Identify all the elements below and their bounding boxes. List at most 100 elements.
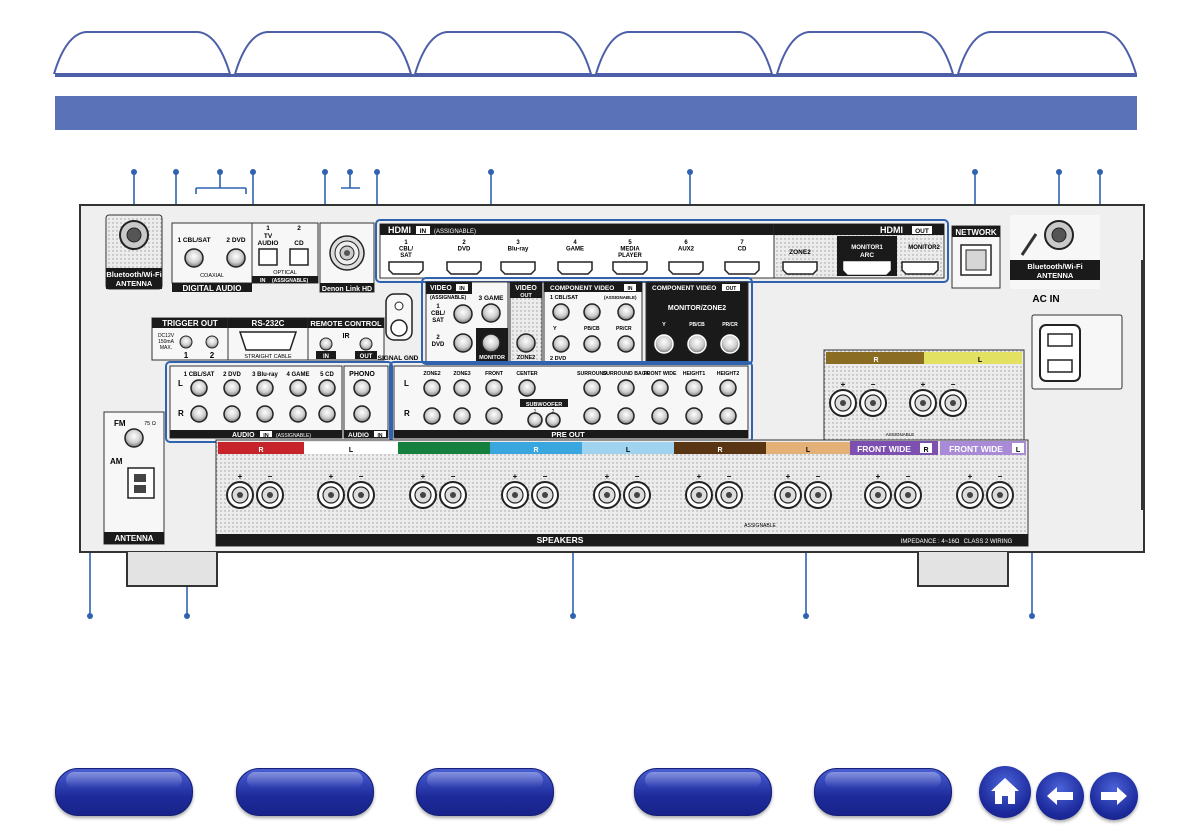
audio-in-l-jack-4[interactable] <box>289 379 307 397</box>
audio-in-l-jack-3[interactable] <box>256 379 274 397</box>
comp-in-2-pb[interactable] <box>583 335 601 353</box>
subwoofer-jack-2[interactable] <box>545 412 561 428</box>
tab-6[interactable] <box>956 30 1138 74</box>
ac-inlet[interactable] <box>1031 314 1123 390</box>
preout-l-jack-1[interactable] <box>423 379 441 397</box>
video-in-jack-1[interactable] <box>453 304 473 324</box>
preout-r-jack-1[interactable] <box>423 407 441 425</box>
preout-l-jack-9[interactable] <box>719 379 737 397</box>
fm-antenna-jack[interactable] <box>124 428 144 448</box>
am-antenna-terminal[interactable] <box>127 467 155 499</box>
hdmi-in-port-1[interactable] <box>388 261 424 275</box>
nav-button-2[interactable] <box>236 768 374 816</box>
phono-label: PHONO <box>349 371 375 378</box>
front-wide-l: FRONT WIDE <box>949 444 1003 454</box>
preout-l-jack-2[interactable] <box>453 379 471 397</box>
preout-l-jack-8[interactable] <box>685 379 703 397</box>
home-button[interactable] <box>979 766 1031 818</box>
tab-4[interactable] <box>594 30 774 74</box>
preout-label-9: HEIGHT2 <box>717 371 740 377</box>
nav-button-5[interactable] <box>814 768 952 816</box>
video-in-jack-3[interactable] <box>481 303 501 323</box>
audio-in-r-jack-3[interactable] <box>256 405 274 423</box>
trigger-jack-1[interactable] <box>179 335 193 349</box>
hdmi-out-zone2-port[interactable] <box>782 261 818 275</box>
audio-in-l-jack-1[interactable] <box>190 379 208 397</box>
back-button[interactable] <box>1036 772 1084 820</box>
hdmi-in-port-3[interactable] <box>500 261 536 275</box>
preout-r-jack-5[interactable] <box>583 407 601 425</box>
denon-link-hd[interactable]: Denon Link HD <box>319 222 375 293</box>
ir-out-jack[interactable] <box>359 337 373 351</box>
comp-in-1-pb[interactable] <box>583 303 601 321</box>
network-port[interactable]: NETWORK <box>951 225 1001 289</box>
speaker-band-4 <box>490 442 582 454</box>
audio-in-l-jack-2[interactable] <box>223 379 241 397</box>
preout-r-jack-9[interactable] <box>719 407 737 425</box>
terminal-sign-0-1: − <box>268 472 273 481</box>
rs232c-port[interactable]: RS-232C STRAIGHT CABLE <box>227 317 309 361</box>
hdmi-in-port-6[interactable] <box>668 261 704 275</box>
hdmi-in-port-2[interactable] <box>446 261 482 275</box>
video-in-jack-2[interactable] <box>453 333 473 353</box>
preout-label-2: ZONE3 <box>453 371 470 377</box>
coax-jack-1[interactable] <box>184 248 204 268</box>
comp-in-1-y[interactable] <box>552 303 570 321</box>
class2-label: CLASS 2 WIRING <box>964 539 1013 545</box>
preout-r-jack-6[interactable] <box>617 407 635 425</box>
hdmi-in-port-5[interactable] <box>612 261 648 275</box>
nav-button-4[interactable] <box>634 768 772 816</box>
audio-in-r-jack-5[interactable] <box>318 405 336 423</box>
subwoofer-jack-1[interactable] <box>527 412 543 428</box>
preout-r-jack-2[interactable] <box>453 407 471 425</box>
hdmi-out-monitor2-port[interactable] <box>901 261 939 275</box>
audio-in-r-jack-1[interactable] <box>190 405 208 423</box>
audio-in-r-jack-4[interactable] <box>289 405 307 423</box>
bluetooth-antenna-right[interactable]: Bluetooth/Wi-Fi ANTENNA <box>1010 215 1100 289</box>
terminal-center <box>237 492 243 498</box>
phono-l-jack[interactable] <box>353 379 371 397</box>
tab-5[interactable] <box>775 30 955 74</box>
comp-out-pb-jack[interactable] <box>687 334 707 354</box>
preout-l-jack-4[interactable] <box>518 379 536 397</box>
audio-in-l-jack-5[interactable] <box>318 379 336 397</box>
comp-out-pr-jack[interactable] <box>720 334 740 354</box>
preout-r-jack-7[interactable] <box>651 407 669 425</box>
phono-r-jack[interactable] <box>353 405 371 423</box>
preout-l-jack-6[interactable] <box>617 379 635 397</box>
left-foot <box>126 552 218 587</box>
trigger-jack-2[interactable] <box>205 335 219 349</box>
video-monitor-jack[interactable] <box>481 333 501 353</box>
audio-in-r-jack-2[interactable] <box>223 405 241 423</box>
trigger-spec-2: 150mA <box>158 339 175 345</box>
hdmi-in-port-7[interactable] <box>724 261 760 275</box>
nav-button-3[interactable] <box>416 768 554 816</box>
preout-label-1: ZONE2 <box>423 371 440 377</box>
tab-1[interactable] <box>52 30 232 74</box>
comp-in-1-pr[interactable] <box>617 303 635 321</box>
comp-out-y-jack[interactable] <box>654 334 674 354</box>
preout-l-jack-7[interactable] <box>651 379 669 397</box>
audio-r-label: R <box>178 409 184 418</box>
comp-in-2-y[interactable] <box>552 335 570 353</box>
optical-port-2[interactable] <box>289 248 309 266</box>
forward-button[interactable] <box>1090 772 1138 820</box>
tab-2[interactable] <box>233 30 413 74</box>
video-out-zone2-jack[interactable] <box>516 333 536 353</box>
optical-port-1[interactable] <box>258 248 278 266</box>
preout-r-jack-8[interactable] <box>685 407 703 425</box>
hdmi-in-port-4[interactable] <box>557 261 593 275</box>
coax-jack-2[interactable] <box>226 248 246 268</box>
comp-in-2-pr[interactable] <box>617 335 635 353</box>
ir-in-jack[interactable] <box>319 337 333 351</box>
hdmi-out-monitor1-port[interactable] <box>843 261 891 275</box>
preout-l-jack-3[interactable] <box>485 379 503 397</box>
nav-button-1[interactable] <box>55 768 193 816</box>
optical-label: OPTICAL <box>273 270 297 276</box>
signal-gnd[interactable]: SIGNAL GND <box>378 293 419 362</box>
terminal-center <box>815 492 821 498</box>
preout-l-jack-5[interactable] <box>583 379 601 397</box>
bluetooth-antenna-left[interactable]: Bluetooth/Wi-Fi ANTENNA <box>105 214 163 290</box>
tab-3[interactable] <box>413 30 593 74</box>
preout-r-jack-3[interactable] <box>485 407 503 425</box>
